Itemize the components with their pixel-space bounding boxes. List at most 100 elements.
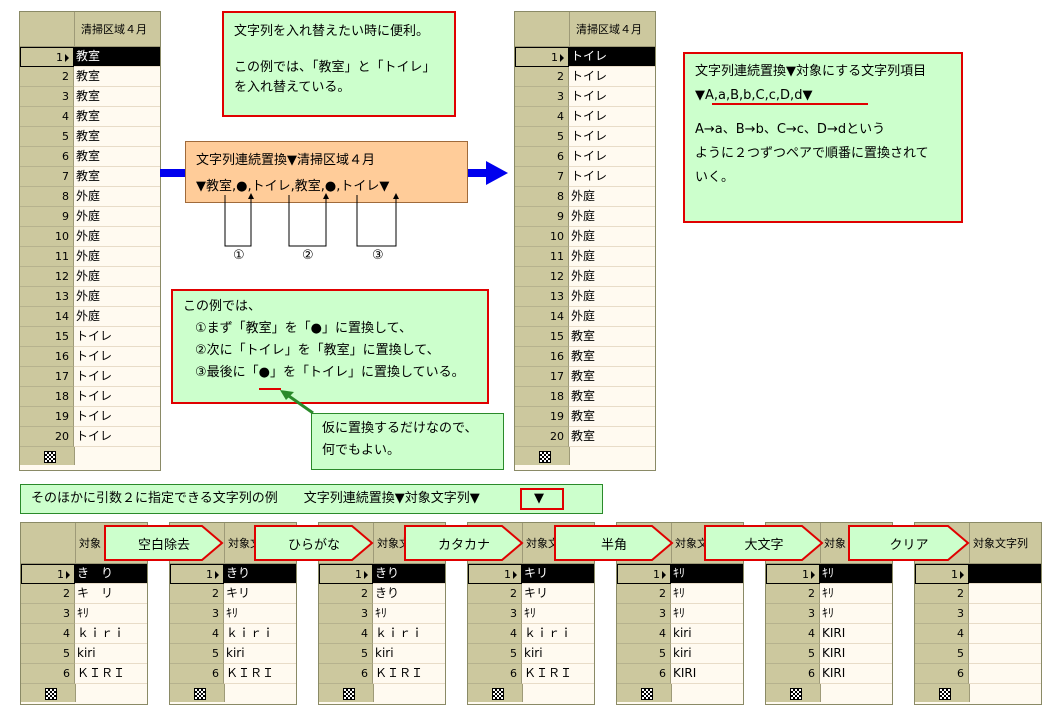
table-cell[interactable]: KIRI <box>820 644 892 664</box>
row-number[interactable]: 5 <box>766 644 820 664</box>
table-cell[interactable]: トイレ <box>74 367 160 387</box>
table-cell[interactable]: 外庭 <box>569 247 655 267</box>
row-number[interactable]: 4 <box>170 624 224 644</box>
column-header[interactable]: 対象文字列 <box>973 537 1028 550</box>
table-cell[interactable]: kiri <box>373 644 445 664</box>
row-number[interactable]: 15 <box>515 327 569 347</box>
new-record-row[interactable] <box>170 684 296 702</box>
row-number[interactable]: 19 <box>515 407 569 427</box>
row-number[interactable]: 12 <box>515 267 569 287</box>
row-number[interactable]: 5 <box>319 644 373 664</box>
row-number[interactable]: 8 <box>515 187 569 207</box>
table-cell[interactable]: 外庭 <box>74 207 160 227</box>
row-number[interactable]: 1 <box>915 564 969 584</box>
new-record-row[interactable] <box>766 684 892 702</box>
row-number[interactable]: 2 <box>319 584 373 604</box>
table-cell[interactable]: トイレ <box>74 347 160 367</box>
table-cell[interactable]: ｷﾘ <box>522 604 594 624</box>
row-number[interactable]: 5 <box>617 644 671 664</box>
table-row[interactable]: 6 <box>915 664 1041 684</box>
table-cell[interactable]: ＫＩＲＩ <box>522 664 594 684</box>
row-number[interactable]: 15 <box>20 327 74 347</box>
table-cell[interactable]: 外庭 <box>569 287 655 307</box>
row-number[interactable]: 1 <box>766 564 820 584</box>
table-cell[interactable]: き り <box>75 564 147 584</box>
corner-cell[interactable] <box>20 12 75 46</box>
table-cell[interactable]: キ リ <box>75 584 147 604</box>
table-cell[interactable]: 教室 <box>569 427 655 447</box>
table-cell[interactable]: ｷﾘ <box>820 604 892 624</box>
row-number[interactable]: 5 <box>915 644 969 664</box>
row-number[interactable]: 2 <box>766 584 820 604</box>
table-cell[interactable]: 外庭 <box>74 187 160 207</box>
row-number[interactable]: 1 <box>319 564 373 584</box>
row-number[interactable]: 6 <box>766 664 820 684</box>
table-cell[interactable]: トイレ <box>569 127 655 147</box>
new-record-row[interactable] <box>515 447 655 465</box>
row-number[interactable]: 5 <box>468 644 522 664</box>
row-number[interactable]: 14 <box>515 307 569 327</box>
row-number[interactable]: 3 <box>20 87 74 107</box>
table-cell[interactable]: 外庭 <box>569 267 655 287</box>
row-number[interactable]: 3 <box>170 604 224 624</box>
table-cell[interactable]: トイレ <box>74 327 160 347</box>
row-number[interactable]: 3 <box>617 604 671 624</box>
row-number[interactable]: 13 <box>20 287 74 307</box>
row-number[interactable]: 1 <box>170 564 224 584</box>
table-cell[interactable] <box>969 664 1041 684</box>
row-number[interactable]: 9 <box>20 207 74 227</box>
new-record-row[interactable] <box>21 684 147 702</box>
row-number[interactable]: 4 <box>617 624 671 644</box>
table-cell[interactable]: 外庭 <box>569 187 655 207</box>
row-number[interactable]: 4 <box>21 624 75 644</box>
table-cell[interactable] <box>969 624 1041 644</box>
column-header[interactable]: 清掃区域４月 <box>576 23 642 36</box>
row-number[interactable]: 5 <box>515 127 569 147</box>
table-cell[interactable]: ｷﾘ <box>671 604 743 624</box>
row-number[interactable]: 17 <box>515 367 569 387</box>
row-number[interactable]: 5 <box>170 644 224 664</box>
row-number[interactable]: 4 <box>468 624 522 644</box>
corner-cell[interactable] <box>21 523 76 563</box>
row-number[interactable]: 10 <box>20 227 74 247</box>
row-number[interactable]: 1 <box>617 564 671 584</box>
row-number[interactable]: 2 <box>468 584 522 604</box>
table-cell[interactable]: ｷﾘ <box>224 604 296 624</box>
row-number[interactable]: 3 <box>468 604 522 624</box>
table-cell[interactable]: 教室 <box>74 167 160 187</box>
row-number[interactable]: 18 <box>20 387 74 407</box>
row-number[interactable]: 5 <box>20 127 74 147</box>
table-cell[interactable]: トイレ <box>569 67 655 87</box>
